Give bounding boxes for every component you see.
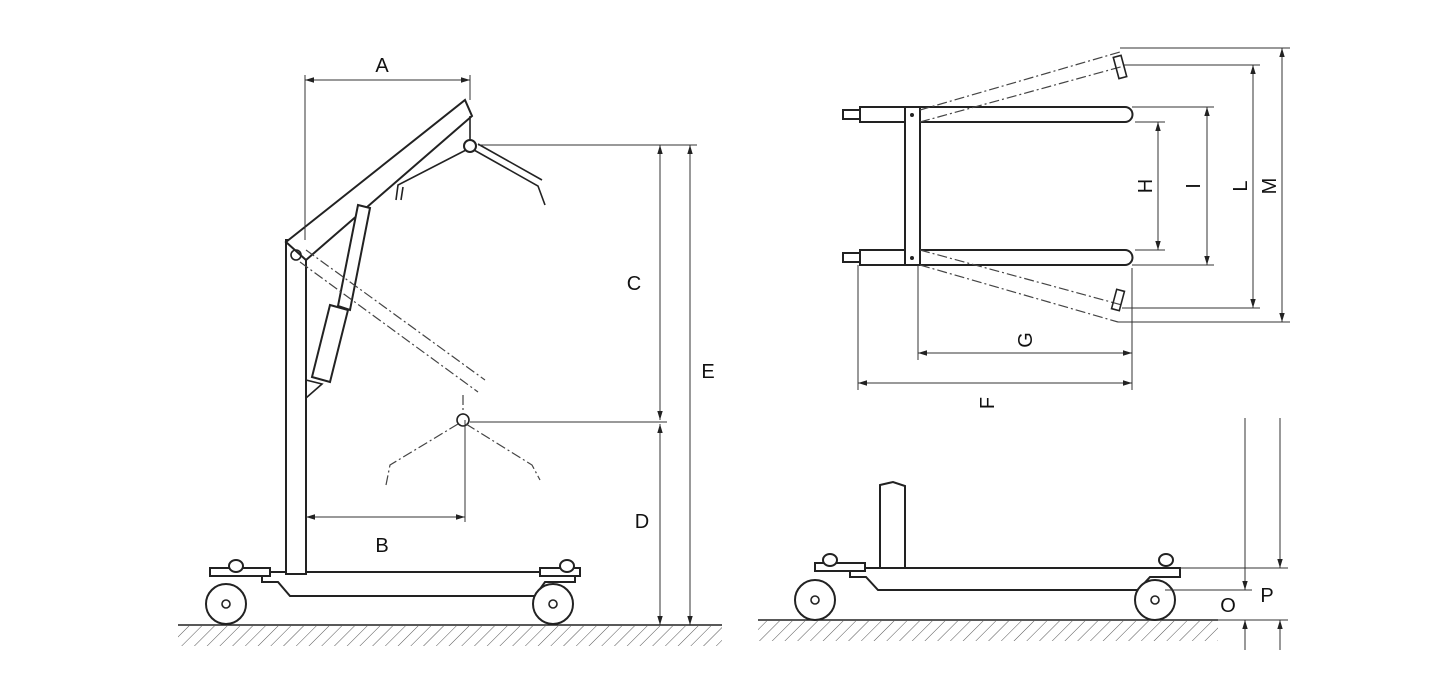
caster-stub xyxy=(842,109,861,120)
rear-wheel xyxy=(1134,579,1176,621)
caster-top xyxy=(1158,553,1174,567)
leg-bottom-spread xyxy=(919,249,1123,323)
lift-mast xyxy=(285,239,307,575)
spreader-bar-lowered xyxy=(385,395,541,486)
front-wheel xyxy=(205,583,247,625)
rear-wheel xyxy=(532,583,574,625)
base-crossbar xyxy=(904,106,921,266)
dimension-label-o: O xyxy=(1220,595,1236,617)
wheel-hub xyxy=(221,599,231,609)
dimension-label-g: G xyxy=(1015,332,1037,348)
leg-top xyxy=(859,106,1134,123)
mast-stub xyxy=(879,480,906,571)
caster-top xyxy=(822,553,838,567)
base-side-view: O P xyxy=(758,418,1288,650)
actuator-mount xyxy=(305,379,324,399)
caster-plate xyxy=(814,562,866,572)
dimension-label-i: I xyxy=(1183,183,1205,189)
caster-spread xyxy=(1112,54,1128,80)
dimension-label-d: D xyxy=(635,511,649,533)
dimension-label-m: M xyxy=(1259,178,1281,195)
lift-base xyxy=(261,571,576,597)
dimension-label-b: B xyxy=(375,535,388,557)
leg-bottom xyxy=(859,249,1134,266)
spreader-bar-raised xyxy=(395,143,546,206)
caster-top xyxy=(228,559,244,573)
dimension-label-l: L xyxy=(1230,180,1252,191)
side-view: A B C D E xyxy=(178,55,722,646)
top-view: H I L M G F xyxy=(842,47,1290,409)
caster-top xyxy=(559,559,575,573)
wheel-hub xyxy=(810,595,820,605)
dimension-label-c: C xyxy=(627,273,641,295)
dimension-label-h: H xyxy=(1135,179,1157,193)
dimension-label-p: P xyxy=(1260,585,1273,607)
leg-top-spread xyxy=(919,51,1125,123)
ground-hatch xyxy=(178,626,722,646)
swivel xyxy=(463,139,477,153)
front-wheel xyxy=(794,579,836,621)
base-frame xyxy=(849,567,1181,591)
dimension-label-e: E xyxy=(701,361,714,383)
dimension-label-a: A xyxy=(375,55,389,77)
boom-lowered xyxy=(299,249,486,393)
boom-raised xyxy=(284,98,474,262)
dimension-label-f: F xyxy=(977,397,999,409)
wheel-hub xyxy=(1150,595,1160,605)
actuator-cylinder xyxy=(310,303,350,384)
caster-stub xyxy=(842,252,861,263)
caster-spread xyxy=(1110,288,1126,312)
ground-hatch xyxy=(758,621,1218,641)
wheel-hub xyxy=(548,599,558,609)
actuator-rod xyxy=(336,203,372,312)
boom-pivot xyxy=(290,249,302,261)
